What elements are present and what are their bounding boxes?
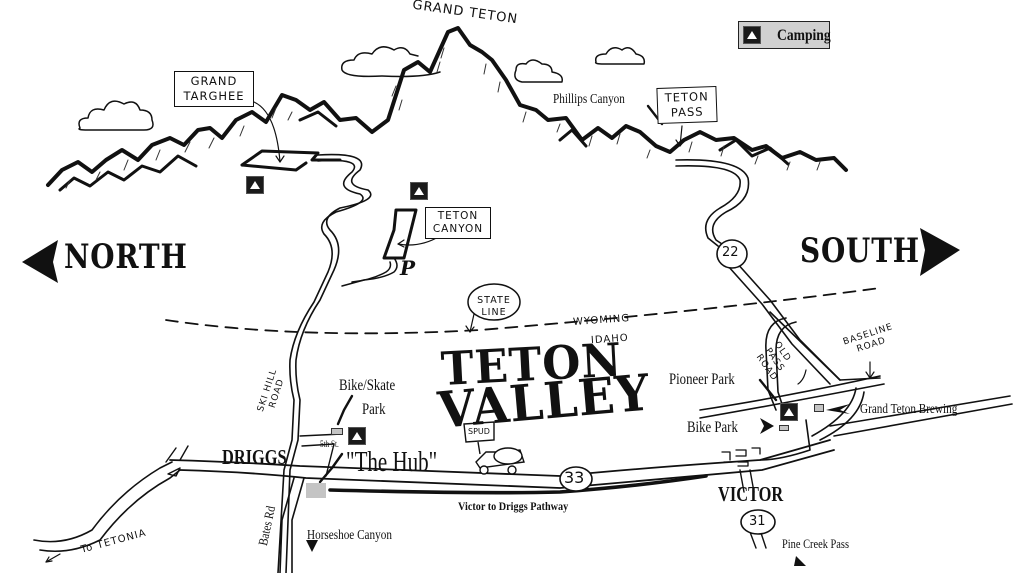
state-line <box>165 287 881 335</box>
highway-31-shield <box>740 509 776 535</box>
bike-skate-park-marker <box>331 428 343 435</box>
legend-label: Camping <box>777 27 831 44</box>
grand-teton-brewing-label: Grand Teton Brewing <box>860 402 958 417</box>
pioneer-park-label: Pioneer Park <box>669 371 735 388</box>
driggs-label: DRIGGS <box>222 445 287 469</box>
bike-skate-park-label-1: Bike/Skate <box>339 377 396 394</box>
grand-targhee-label: GRAND TARGHEE <box>174 71 254 107</box>
the-hub-label: "The Hub" <box>346 447 438 478</box>
fifth-st-label: 5th St. <box>320 439 339 449</box>
state-line-text1: STATE <box>477 295 511 306</box>
bike-park-marker <box>779 425 789 431</box>
teton-canyon-line1: TETON <box>437 210 479 222</box>
brewery-marker <box>814 404 824 412</box>
horseshoe-canyon-label: Horseshoe Canyon <box>307 528 392 543</box>
camping-tent-icon <box>780 403 798 421</box>
map-legend: Camping <box>738 21 831 49</box>
teton-pass-label: TETON PASS <box>656 85 718 125</box>
spud-sign-label: SPUD <box>468 427 490 436</box>
cloud-icon <box>514 59 564 83</box>
pathway-label: Victor to Driggs Pathway <box>458 499 569 513</box>
arrow-left-icon <box>826 404 850 414</box>
spud-truck-icon <box>463 421 525 475</box>
grand-targhee-line1: GRAND <box>190 74 238 88</box>
north-label: NORTH <box>64 237 188 277</box>
victor-label: VICTOR <box>718 482 784 506</box>
camping-tent-icon <box>743 26 761 44</box>
arrow-down-icon <box>794 556 806 566</box>
highway-22-number: 22 <box>722 245 739 260</box>
the-hub-marker <box>306 483 326 498</box>
phillips-canyon-label: Phillips Canyon <box>553 92 625 107</box>
teton-canyon-area <box>382 208 418 260</box>
arrow-right-icon <box>760 418 774 434</box>
bike-park-label: Bike Park <box>687 419 738 436</box>
cloud-icon <box>594 47 646 65</box>
south-label: SOUTH <box>800 231 920 271</box>
teton-canyon-label: TETON CANYON <box>425 207 491 239</box>
victor-to-driggs-pathway <box>328 474 708 495</box>
cloud-icon <box>341 46 441 78</box>
state-line-text2: LINE <box>481 307 507 318</box>
arrow-down-icon <box>306 540 318 552</box>
teton-pass-line1: TETON <box>664 89 709 105</box>
highway-22-shield <box>716 239 748 269</box>
pine-creek-pass-label: Pine Creek Pass <box>782 536 850 551</box>
parking-label: P <box>400 256 416 280</box>
highway-33-shield <box>559 466 593 492</box>
camping-tent-icon <box>410 182 428 200</box>
camping-tent-icon <box>348 427 366 445</box>
camping-tent-icon <box>246 176 264 194</box>
cloud-icon <box>78 100 154 131</box>
state-line-bubble: STATE LINE <box>474 295 514 319</box>
mountain-range <box>46 26 848 187</box>
highway-31-number: 31 <box>749 514 766 529</box>
bike-skate-park-label-2: Park <box>362 401 386 418</box>
highway-33-number: 33 <box>564 468 585 487</box>
teton-canyon-line2: CANYON <box>432 223 484 235</box>
arrow-left-icon <box>22 240 58 283</box>
grand-targhee-line2: TARGHEE <box>183 89 245 103</box>
arrow-right-icon <box>920 228 960 276</box>
teton-pass-line2: PASS <box>670 104 704 120</box>
